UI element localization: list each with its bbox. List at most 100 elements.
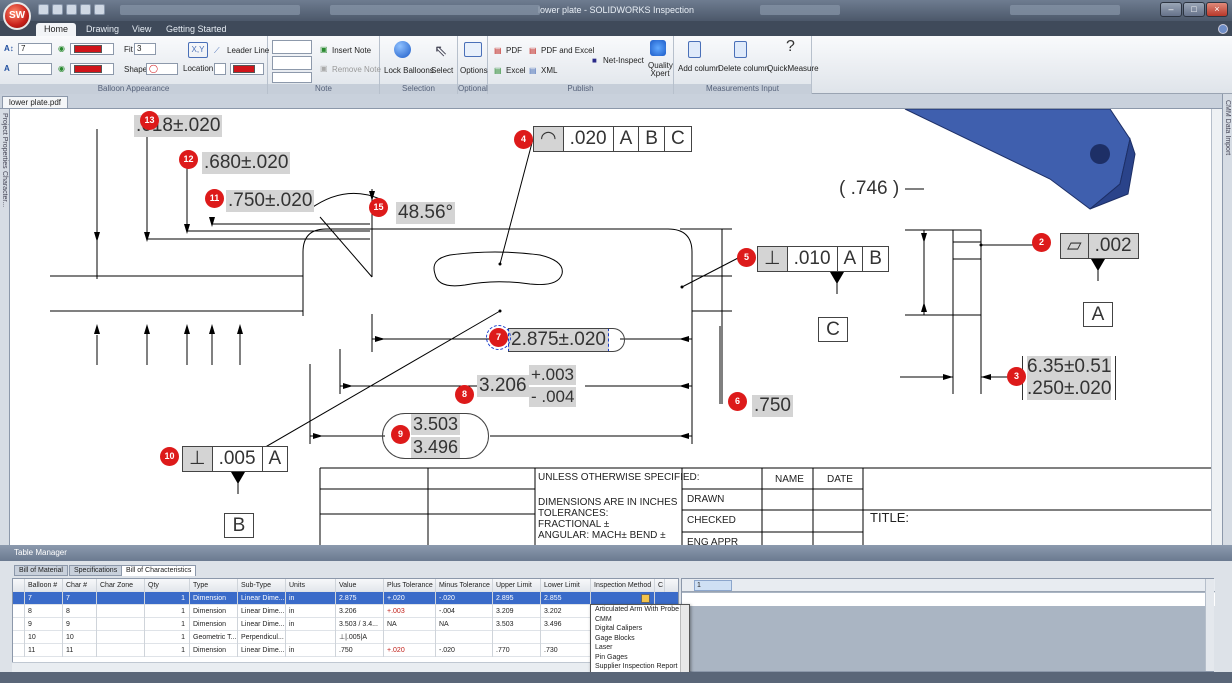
cell-sub-type[interactable]: Linear Dime... xyxy=(238,644,286,657)
cell-balloon[interactable]: 9 xyxy=(25,618,63,631)
dim-angle[interactable]: 48.56° xyxy=(396,202,456,224)
cell-char-zone[interactable] xyxy=(97,592,145,605)
dropdown-option[interactable]: Gage Blocks xyxy=(595,634,635,642)
border-style-combo[interactable] xyxy=(18,63,52,75)
measurement-col-1[interactable]: 1 xyxy=(694,580,732,591)
cell-upper-limit[interactable] xyxy=(493,631,541,644)
dropdown-option[interactable]: Supplier Inspection Report xyxy=(595,663,678,670)
close-button[interactable]: × xyxy=(1206,2,1228,17)
minimize-button[interactable]: – xyxy=(1160,2,1182,17)
cell-qty[interactable]: 1 xyxy=(145,631,190,644)
insert-note-button[interactable]: Insert Note xyxy=(332,46,372,55)
cell-sub-type[interactable]: Linear Dime... xyxy=(238,618,286,631)
cell-sub-type[interactable]: Perpendicul... xyxy=(238,631,286,644)
app-logo[interactable]: SW xyxy=(3,2,31,30)
balloon-8[interactable]: 8 xyxy=(455,385,474,404)
cell-minus-tol[interactable]: -.004 xyxy=(436,605,493,618)
row-header[interactable] xyxy=(13,644,25,657)
fcf-profile[interactable]: ◠ .020 A B C xyxy=(533,126,692,152)
pdf-button[interactable]: PDF xyxy=(506,46,522,55)
cell-plus-tol[interactable]: +.020 xyxy=(384,592,436,605)
tab-specifications[interactable]: Specifications xyxy=(69,565,123,576)
leader-color-combo[interactable] xyxy=(230,63,264,75)
col-inspection-method[interactable]: Inspection Method xyxy=(591,579,655,592)
measurement-scrollbar[interactable] xyxy=(1205,579,1214,671)
cell-plus-tol[interactable] xyxy=(384,631,436,644)
cell-minus-tol[interactable]: -.020 xyxy=(436,592,493,605)
pdf-excel-button[interactable]: PDF and Excel xyxy=(541,46,595,55)
cell-lower-limit[interactable]: 3.496 xyxy=(541,618,591,631)
cell-value[interactable]: ⊥|.005|A xyxy=(336,631,384,644)
help-icon[interactable] xyxy=(1218,24,1228,34)
project-properties-tab[interactable]: Project Properties xyxy=(1,113,8,169)
cell-type[interactable]: Geometric T... xyxy=(190,631,238,644)
col-upper-limit[interactable]: Upper Limit xyxy=(493,579,541,592)
fcf-perpendicularity-10[interactable]: ⊥ .005 A xyxy=(182,446,289,472)
cell-value[interactable]: 3.503 / 3.4... xyxy=(336,618,384,631)
leader-line-label[interactable]: Leader Line xyxy=(227,46,270,55)
dropdown-arrow-icon[interactable] xyxy=(641,594,650,603)
cell-lower-limit[interactable]: 2.855 xyxy=(541,592,591,605)
balloon-9[interactable]: 9 xyxy=(391,425,410,444)
table-horizontal-scrollbar[interactable] xyxy=(12,662,679,672)
cell-lower-limit[interactable]: .730 xyxy=(541,644,591,657)
dim-ref-746[interactable]: ( .746 ) xyxy=(839,178,900,199)
measurement-row[interactable] xyxy=(682,593,1215,606)
balloon-4[interactable]: 4 xyxy=(514,130,533,149)
cell-char[interactable]: 10 xyxy=(63,631,97,644)
dim-2875[interactable]: 2.875±.020 xyxy=(508,328,609,352)
cell-plus-tol[interactable]: +.020 xyxy=(384,644,436,657)
datum-c[interactable]: C xyxy=(818,317,848,342)
balloon-15[interactable]: 15 xyxy=(369,198,388,217)
dropdown-option[interactable]: Laser xyxy=(595,644,613,651)
col-char[interactable]: Char # xyxy=(63,579,97,592)
location-icon[interactable]: X,Y xyxy=(188,42,208,58)
balloon-3[interactable]: 3 xyxy=(1007,367,1026,386)
cell-value[interactable]: 2.875 xyxy=(336,592,384,605)
dim-3503[interactable]: 3.503 xyxy=(411,414,461,435)
dim-3206-nominal[interactable]: 3.206 xyxy=(477,375,529,397)
cell-units[interactable] xyxy=(286,631,336,644)
delete-column-button[interactable]: Delete column xyxy=(718,64,770,73)
select-button[interactable]: Select xyxy=(431,66,454,75)
location-label[interactable]: Location xyxy=(183,64,214,73)
leader-style-combo[interactable] xyxy=(214,63,226,75)
col-minus-tol[interactable]: Minus Tolerance xyxy=(436,579,493,592)
dim-3496[interactable]: 3.496 xyxy=(411,437,461,458)
col-type[interactable]: Type xyxy=(190,579,238,592)
col-char-zone[interactable]: Char Zone xyxy=(97,579,145,592)
col-units[interactable]: Units xyxy=(286,579,336,592)
undo-icon[interactable] xyxy=(94,4,105,15)
cell-sub-type[interactable]: Linear Dime... xyxy=(238,592,286,605)
row-header[interactable] xyxy=(13,631,25,644)
document-tab[interactable]: lower plate.pdf xyxy=(2,96,69,108)
col-qty[interactable]: Qty xyxy=(145,579,190,592)
balloon-6[interactable]: 6 xyxy=(728,392,747,411)
balloon-13[interactable]: 13 xyxy=(140,111,159,130)
tab-getting-started[interactable]: Getting Started xyxy=(166,24,227,34)
col-c[interactable]: C xyxy=(655,579,665,592)
options-button[interactable]: Options xyxy=(460,66,488,75)
cell-value[interactable]: .750 xyxy=(336,644,384,657)
print-icon[interactable] xyxy=(80,4,91,15)
cell-inspection-method[interactable] xyxy=(591,592,655,605)
balloon-color-combo[interactable] xyxy=(70,63,114,75)
tab-home[interactable]: Home xyxy=(36,23,77,36)
balloon-11[interactable]: 11 xyxy=(205,189,224,208)
maximize-button[interactable]: □ xyxy=(1183,2,1205,17)
dim-3206-plus[interactable]: +.003 xyxy=(529,365,577,385)
row-header[interactable] xyxy=(13,605,25,618)
cell-type[interactable]: Dimension xyxy=(190,644,238,657)
row-header[interactable] xyxy=(13,592,25,605)
cell-char-zone[interactable] xyxy=(97,644,145,657)
balloon-10[interactable]: 10 xyxy=(160,447,179,466)
cell-units[interactable]: in xyxy=(286,605,336,618)
fcf-flatness[interactable]: ▱ .002 xyxy=(1060,233,1139,259)
cell-qty[interactable]: 1 xyxy=(145,592,190,605)
cell-units[interactable]: in xyxy=(286,618,336,631)
dropdown-option[interactable]: CMM xyxy=(595,615,612,623)
cell-lower-limit[interactable]: 3.202 xyxy=(541,605,591,618)
